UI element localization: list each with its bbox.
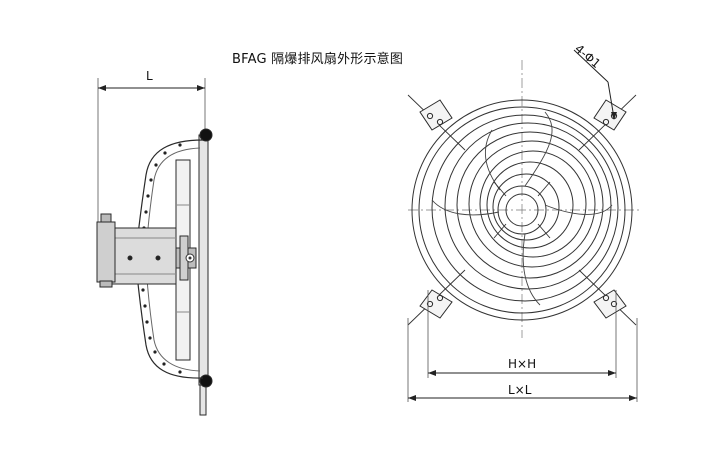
inner-size-label: H×H — [508, 357, 536, 371]
mounting-plate — [198, 134, 209, 386]
side-length-dimension — [97, 78, 206, 240]
bracket-tab-bottom-right — [593, 289, 627, 319]
inner-size-dimension — [428, 370, 616, 376]
outer-size-label: L×L — [508, 383, 532, 397]
motor-housing — [111, 227, 177, 285]
diagram-title: BFAG 隔爆排风扇外形示意图 — [232, 52, 404, 67]
junction-box — [96, 221, 116, 283]
outer-size-dimension — [408, 395, 637, 401]
front-view — [407, 49, 642, 402]
hole-spec-label: 4-Φ1 — [572, 42, 603, 71]
guard-rings — [411, 99, 633, 321]
bracket-tab-top-left — [419, 99, 453, 131]
side-view — [96, 78, 213, 416]
hub-spokes — [493, 181, 551, 239]
guard-rivets — [141, 143, 182, 374]
hole-spec-leader — [573, 49, 617, 120]
guard-spiral-wires — [431, 111, 613, 306]
bracket-tab-bottom-left — [419, 289, 453, 319]
bracket-tab-top-right — [593, 99, 627, 131]
bottom-mount-bolt — [199, 374, 213, 388]
side-length-label: L — [146, 69, 153, 83]
mounting-tab-bottom — [199, 384, 207, 416]
top-mount-bolt — [199, 128, 213, 142]
